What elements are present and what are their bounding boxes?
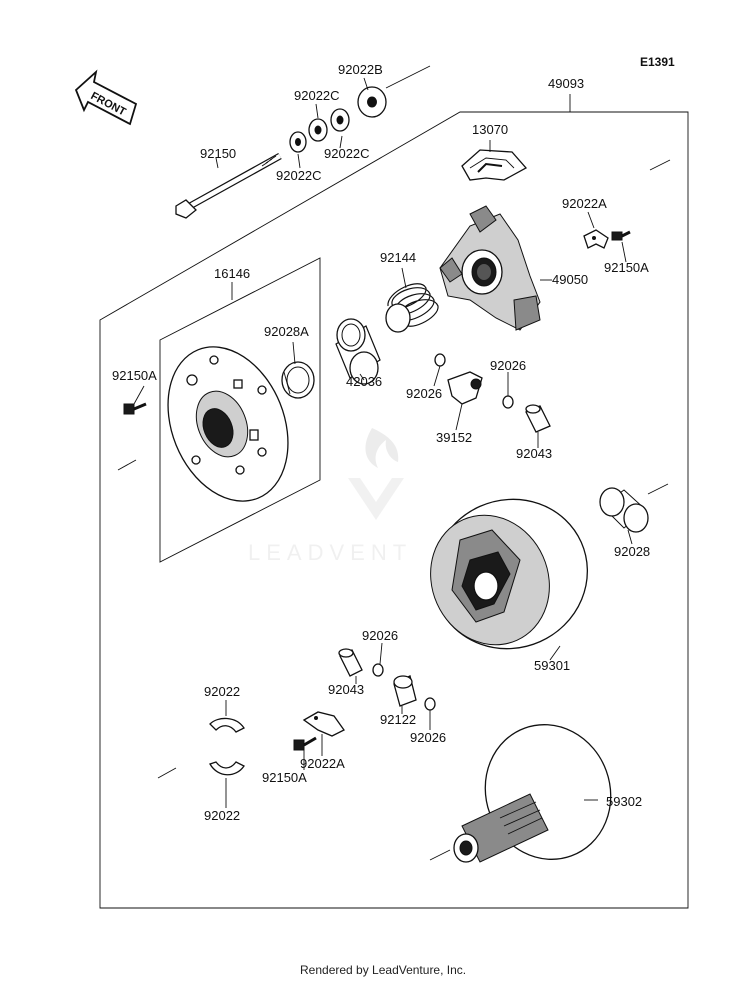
ring-92026-c-icon	[372, 663, 384, 677]
label-39152: 39152	[436, 430, 472, 445]
spring-92144-icon	[385, 283, 439, 333]
label-92022-top: 92022	[204, 684, 240, 699]
label-59301: 59301	[534, 658, 570, 673]
label-92122: 92122	[380, 712, 416, 727]
bolt-92150A-lower-icon	[293, 736, 317, 751]
slider-13070-icon	[461, 149, 528, 181]
label-92022B: 92022B	[338, 62, 383, 77]
label-92028A: 92028A	[264, 324, 309, 339]
watermark-text: LEADVENT	[248, 540, 412, 565]
plate-92022A-lower-icon	[302, 711, 345, 737]
ring-92026-a-icon	[434, 353, 446, 367]
spider-49050-icon	[439, 205, 541, 331]
watermark-logo: LEADVENT	[248, 428, 412, 565]
bolt-92150A-left-icon	[123, 402, 147, 415]
label-92022C-top: 92022C	[294, 88, 340, 103]
label-49093: 49093	[548, 76, 584, 91]
pin-92043-a-icon	[525, 404, 551, 433]
bushing-42036-icon	[335, 318, 381, 385]
label-92043-top: 92043	[516, 446, 552, 461]
footer-credit: Rendered by LeadVenture, Inc.	[300, 963, 466, 977]
label-92026-a: 92026	[406, 386, 442, 401]
label-92150A-left: 92150A	[112, 368, 157, 383]
ring-92026-d-icon	[424, 697, 436, 711]
leader-lines	[133, 77, 633, 808]
part-labels: 92022B 49093 92022C 92022C 92022C 92150 …	[112, 62, 650, 823]
label-16146: 16146	[214, 266, 250, 281]
label-13070: 13070	[472, 122, 508, 137]
label-92022A-top: 92022A	[562, 196, 607, 211]
label-92144: 92144	[380, 250, 416, 265]
shim-92022-top-icon	[209, 717, 245, 733]
plate-92022A-top-icon	[583, 229, 609, 249]
label-92043-lower: 92043	[328, 682, 364, 697]
shim-92022-bottom-icon	[209, 761, 245, 776]
bushing-92028A-icon	[281, 361, 315, 399]
bushing-92028-icon	[599, 487, 649, 533]
label-92022C-lower: 92022C	[276, 168, 322, 183]
label-92026-b: 92026	[490, 358, 526, 373]
front-arrow-icon: FRONT	[74, 69, 138, 126]
weight-39152-icon	[447, 371, 483, 405]
label-92022A-lower: 92022A	[300, 756, 345, 771]
label-59302: 59302	[606, 794, 642, 809]
pulley-59301-icon	[430, 498, 589, 650]
cover-16146-icon	[167, 346, 289, 502]
sheave-59302-icon	[453, 724, 612, 863]
label-92028: 92028	[614, 544, 650, 559]
cover-subbox	[159, 257, 321, 563]
label-92022C-right: 92022C	[324, 146, 370, 161]
label-92150A-top: 92150A	[604, 260, 649, 275]
ring-92026-b-icon	[502, 395, 514, 409]
label-92150: 92150	[200, 146, 236, 161]
label-92022-bottom: 92022	[204, 808, 240, 823]
pin-92043-b-icon	[338, 648, 363, 677]
diagram-code: E1391	[640, 55, 675, 69]
collar-92122-icon	[393, 675, 417, 707]
label-92026-d: 92026	[410, 730, 446, 745]
label-49050: 49050	[552, 272, 588, 287]
assembly-outline	[99, 65, 689, 909]
bolt-92150-icon	[175, 152, 282, 219]
label-92026-c: 92026	[362, 628, 398, 643]
washer-92022B-icon	[357, 86, 387, 118]
label-92150A-lower: 92150A	[262, 770, 307, 785]
washer-92022C-icon	[289, 108, 350, 153]
bolt-92150A-top-icon	[611, 230, 631, 241]
label-42036: 42036	[346, 374, 382, 389]
